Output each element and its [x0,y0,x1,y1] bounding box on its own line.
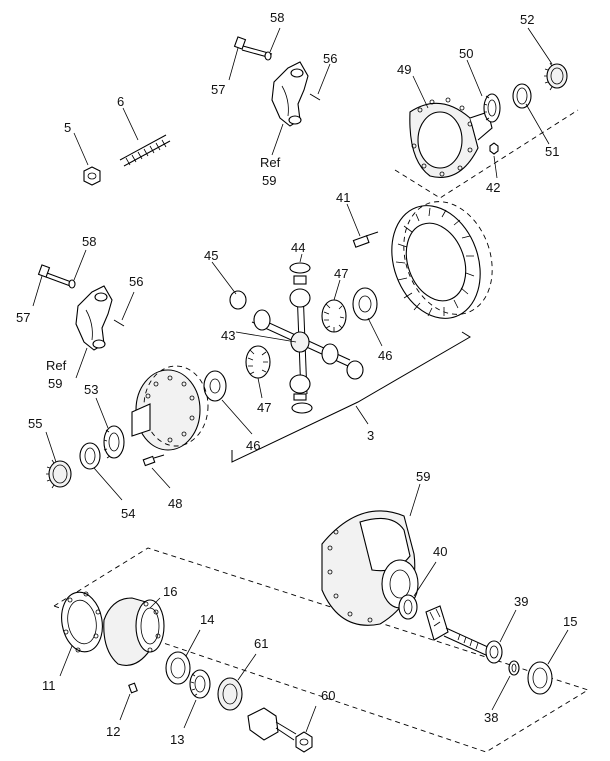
label-39: 39 [514,594,528,609]
part-adjuster-55 [46,459,72,489]
label-54: 54 [121,506,135,521]
part-thrust-washer-46-upper [352,287,378,321]
part-washer-58-lower [68,279,76,289]
label-6: 6 [117,94,124,109]
label-49: 49 [397,62,411,77]
part-bearing-cone-39 [485,640,503,664]
label-44: 44 [291,240,305,255]
label-56-upper: 56 [323,51,337,66]
part-bolt-42 [489,142,499,155]
part-pinion-mates-44 [229,262,364,414]
part-bolt-41 [352,231,379,248]
part-bearing-cone-50 [483,93,501,123]
label-51: 51 [545,144,559,159]
part-shim-gasket-11 [61,591,103,653]
part-ring-gear [391,201,493,319]
label-47-upper: 47 [334,266,348,281]
part-yoke [247,707,297,741]
label-59-upper: 59 [262,173,276,188]
label-43: 43 [221,328,235,343]
label-38: 38 [484,710,498,725]
part-bearing-cone-53 [103,425,125,459]
part-bearing-cup-15 [527,661,553,695]
part-drive-pinion [425,605,491,657]
part-bearing-cap-lower [75,285,113,351]
label-14: 14 [200,612,214,627]
label-50: 50 [459,46,473,61]
bracket-group-3 [231,331,471,463]
label-3: 3 [367,428,374,443]
label-46-upper: 46 [378,348,392,363]
part-nut-60 [295,731,313,753]
label-58-upper: 58 [270,10,284,25]
label-12: 12 [106,724,120,739]
label-13: 13 [170,732,184,747]
part-washer-58-upper [264,51,272,61]
label-57-upper: 57 [211,82,225,97]
label-42: 42 [486,180,500,195]
part-bearing-cup-51 [512,83,532,109]
part-bolt-48 [142,454,165,467]
part-spacer-38 [508,660,520,676]
label-40: 40 [433,544,447,559]
part-thrust-washer-46-lower [203,370,227,402]
label-58-lower: 58 [82,234,96,249]
label-59-lower: 59 [48,376,62,391]
part-bearing-cone-13 [189,669,211,699]
part-pinion-cage-16 [103,597,165,666]
label-52: 52 [520,12,534,27]
part-adjuster-52 [544,62,568,91]
label-45: 45 [204,248,218,263]
label-41: 41 [336,190,350,205]
part-side-gear-47-upper [321,299,347,333]
part-bearing-40 [398,594,418,620]
label-ref-59-lower: Ref [46,358,67,373]
label-46-lower: 46 [246,438,260,453]
part-bearing-cup-54 [79,442,101,470]
label-60: 60 [321,688,335,703]
part-case-half-lower [131,365,209,451]
part-nut-5 [83,166,101,186]
label-56-lower: 56 [129,274,143,289]
part-pin-56-upper [309,93,321,101]
part-seal-61 [217,677,243,711]
part-pin-56-lower [113,319,125,327]
dashed-box-lower [52,547,590,753]
label-55: 55 [28,416,42,431]
label-ref-59-upper: Ref [260,155,281,170]
label-57-lower: 57 [16,310,30,325]
part-bolt-57-lower [37,264,75,288]
part-side-gear-47-lower [245,345,271,379]
label-16: 16 [163,584,177,599]
part-bolt-12 [128,682,138,694]
label-5: 5 [64,120,71,135]
label-47-lower: 47 [257,400,271,415]
part-bearing-cup-14 [165,651,191,685]
dashed-box-upper-right [394,109,579,199]
part-case-half-49 [409,97,493,178]
label-15: 15 [563,614,577,629]
part-stud-6 [119,134,171,167]
part-bearing-cap-upper [271,61,309,127]
label-48: 48 [168,496,182,511]
label-53: 53 [84,382,98,397]
label-11: 11 [42,678,56,693]
label-61: 61 [254,636,268,651]
label-59-housing: 59 [416,469,430,484]
